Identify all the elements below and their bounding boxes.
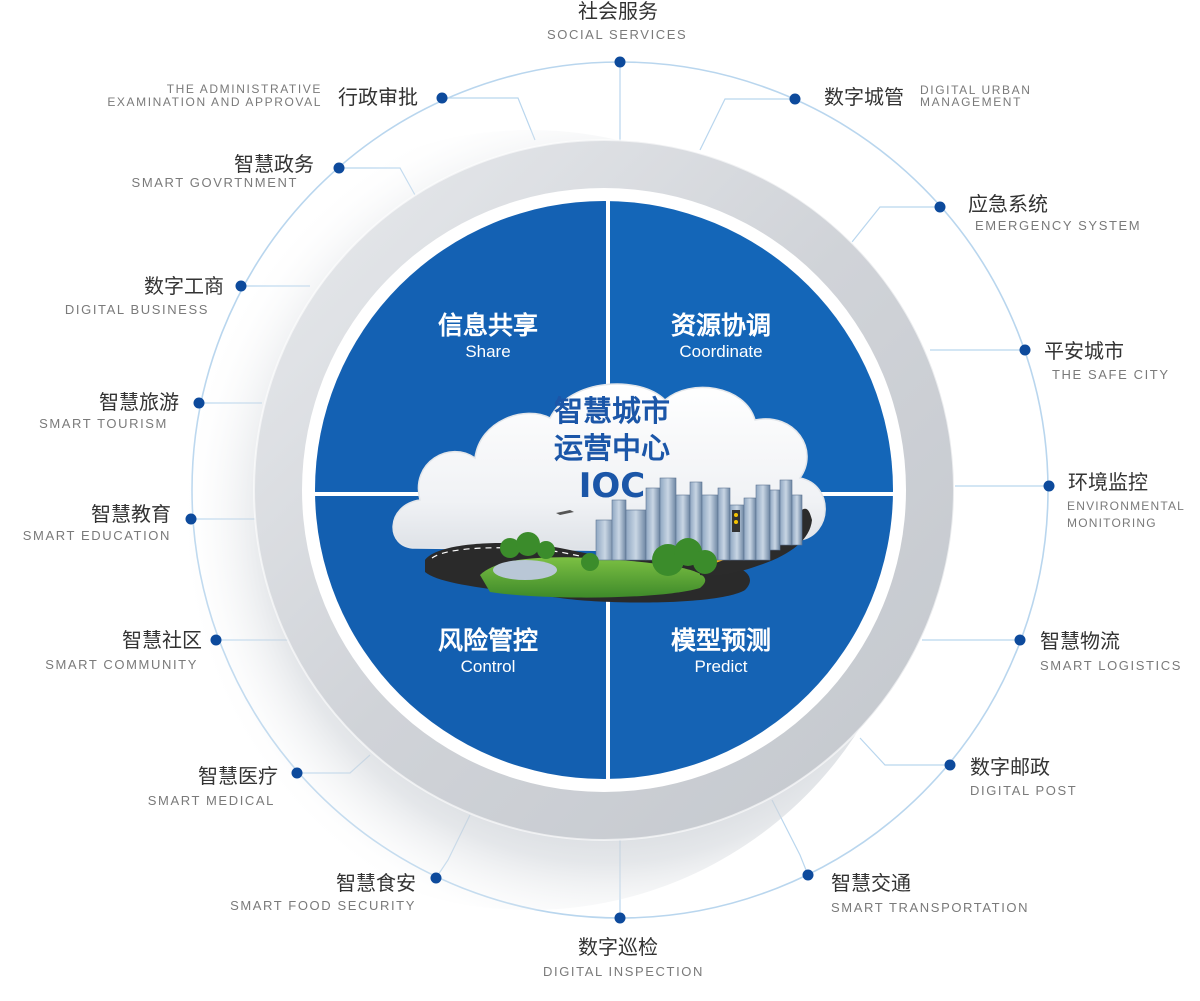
service-post-en: DIGITAL POST [970, 784, 1077, 797]
service-inspection: 数字巡检 [578, 937, 658, 957]
service-logistics-en: SMART LOGISTICS [1040, 659, 1182, 672]
service-post: 数字邮政 [970, 757, 1050, 777]
service-safe-city: 平安城市 [1044, 341, 1124, 361]
quadrant-share-title: 信息共享 [388, 313, 588, 338]
service-medical: 智慧医疗 [198, 766, 278, 786]
service-logistics: 智慧物流 [1040, 631, 1120, 651]
service-government: 智慧政务 [234, 154, 314, 174]
service-safe-city-en: THE SAFE CITY [1052, 368, 1170, 381]
service-business: 数字工商 [144, 276, 224, 296]
service-education-en: SMART EDUCATION [23, 529, 171, 542]
service-tourism: 智慧旅游 [99, 392, 179, 412]
service-food-security-en: SMART FOOD SECURITY [230, 899, 416, 912]
service-environmental-en2: MONITORING [1067, 517, 1157, 529]
service-social-services: 社会服务 [578, 1, 658, 21]
service-inspection-en: DIGITAL INSPECTION [543, 965, 704, 978]
service-medical-en: SMART MEDICAL [148, 794, 275, 807]
quadrant-predict-title: 模型预测 [621, 628, 821, 653]
service-environmental-en1: ENVIRONMENTAL [1067, 500, 1185, 512]
service-transportation: 智慧交通 [831, 873, 911, 893]
center-title-line2: 运营中心 [492, 434, 732, 463]
service-emergency: 应急系统 [968, 194, 1048, 214]
service-environmental: 环境监控 [1068, 472, 1148, 492]
quadrant-share-subtitle: Share [388, 343, 588, 360]
service-approval: 行政审批 [338, 87, 418, 107]
service-tourism-en: SMART TOURISM [39, 417, 168, 430]
service-approval-en1: THE ADMINISTRATIVE [167, 83, 322, 95]
service-digital-urban: 数字城管 [824, 87, 904, 107]
service-emergency-en: EMERGENCY SYSTEM [975, 219, 1141, 232]
quadrant-control-subtitle: Control [388, 658, 588, 675]
service-approval-en2: EXAMINATION AND APPROVAL [107, 96, 322, 108]
service-transportation-en: SMART TRANSPORTATION [831, 901, 1029, 914]
service-education: 智慧教育 [91, 504, 171, 524]
service-community: 智慧社区 [122, 630, 202, 650]
service-community-en: SMART COMMUNITY [45, 658, 198, 671]
service-food-security: 智慧食安 [336, 873, 416, 893]
service-government-en: SMART GOVRTNMENT [132, 176, 298, 189]
quadrant-coordinate-title: 资源协调 [621, 313, 821, 338]
service-digital-urban-en2: MANAGEMENT [920, 96, 1022, 108]
service-social-services-en: SOCIAL SERVICES [547, 28, 687, 41]
quadrant-predict-subtitle: Predict [621, 658, 821, 675]
quadrant-control-title: 风险管控 [388, 628, 588, 653]
center-title-line3: IOC [492, 469, 732, 503]
service-business-en: DIGITAL BUSINESS [65, 303, 209, 316]
center-title-line1: 智慧城市 [492, 397, 732, 426]
quadrant-coordinate-subtitle: Coordinate [621, 343, 821, 360]
